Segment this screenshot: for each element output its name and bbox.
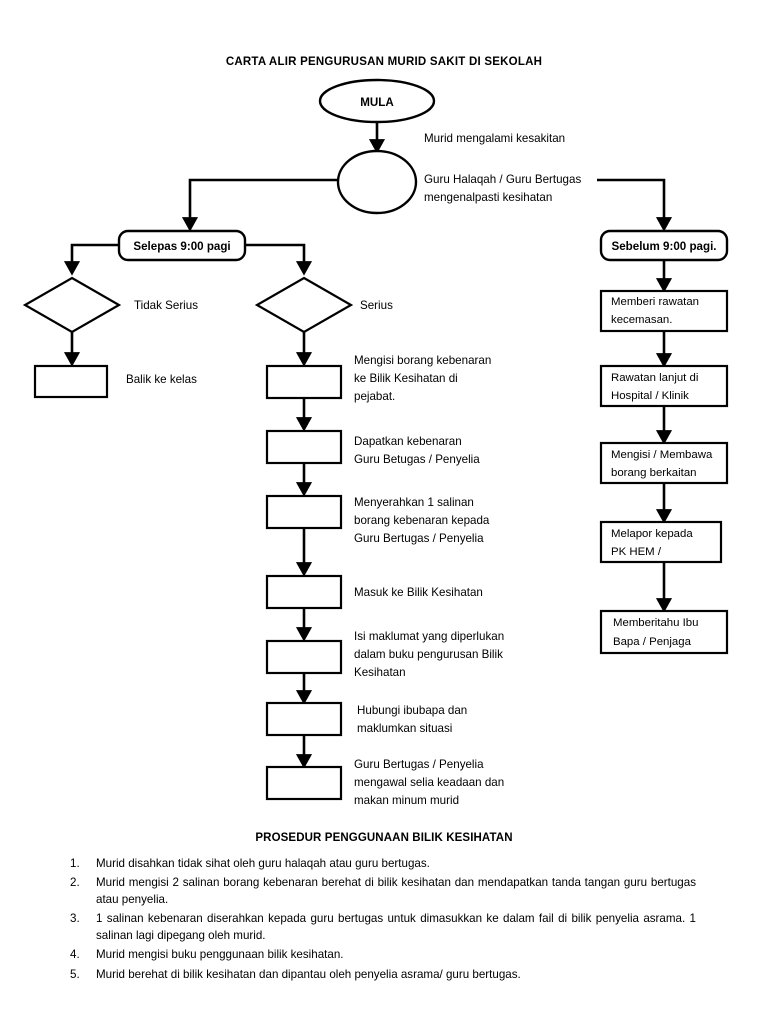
box-melapor-pk-hem (599, 520, 723, 564)
box-memberitahu-ibu-bapa-line2: Bapa / Penjaga (613, 636, 692, 648)
box-dapatkan-kebenaran (265, 429, 343, 465)
connector-circle-to-sebelum (597, 178, 673, 232)
box-memberitahu-ibu-bapa (599, 609, 729, 655)
list-item-text: Murid disahkan tidak sihat oleh guru hal… (96, 857, 430, 870)
box-masuk-bilik (265, 574, 343, 610)
box-hubungi-ibubapa-line2: maklumkan situasi (357, 722, 452, 735)
note-murid-kesakitan: Murid mengalami kesakitan (424, 132, 565, 145)
box-mengisi-borang-line3: pejabat. (354, 390, 395, 403)
list-item: 1. Murid disahkan tidak sihat oleh guru … (0, 856, 768, 872)
page-title: CARTA ALIR PENGURUSAN MURID SAKIT DI SEK… (226, 56, 542, 68)
box-dapatkan-kebenaran-line1: Dapatkan kebenaran (354, 435, 462, 448)
list-item-number: 4. (70, 948, 80, 962)
box-hubungi-ibubapa (265, 701, 343, 737)
box-rawatan-lanjut-line1: Rawatan lanjut di (611, 372, 698, 384)
box-memberi-rawatan-line2: kecemasan. (611, 314, 672, 326)
procedure-list: 1. Murid disahkan tidak sihat oleh guru … (0, 856, 768, 983)
box-mengawal-selia-line2: mengawal selia keadaan dan (354, 776, 504, 789)
box-balik-kelas (33, 364, 109, 399)
list-item-number: 5. (70, 967, 80, 981)
box-isi-maklumat (265, 639, 343, 675)
branch-selepas-label: Selepas 9:00 pagi (133, 240, 230, 253)
box-isi-maklumat-line2: dalam buku pengurusan Bilik (354, 648, 503, 661)
note-guru-halaqah-line1: Guru Halaqah / Guru Bertugas (424, 173, 581, 186)
box-menyerahkan-salinan (265, 494, 343, 530)
note-guru-halaqah-line2: mengenalpasti kesihatan (424, 191, 552, 204)
box-melapor-pk-hem-line2: PK HEM / (611, 546, 662, 558)
box-rawatan-lanjut-line2: Hospital / Klinik (611, 390, 689, 402)
decision-serius (254, 276, 354, 334)
list-item-text: Murid berehat di bilik kesihatan dan dip… (96, 967, 521, 981)
box-hubungi-ibubapa-line1: Hubungi ibubapa dan (357, 704, 467, 717)
box-isi-maklumat-line1: Isi maklumat yang diperlukan (354, 630, 504, 643)
procedure-section: PROSEDUR PENGGUNAAN BILIK KESIHATAN 1. M… (0, 832, 768, 986)
box-memberitahu-ibu-bapa-line1: Memberitahu Ibu (613, 617, 698, 629)
box-mengisi-borang-line2: ke Bilik Kesihatan di (354, 372, 458, 385)
list-item: 4. Murid mengisi buku penggunaan bilik k… (0, 947, 768, 963)
connector-selepas-to-serius (245, 243, 313, 276)
start-oval-label: MULA (360, 96, 394, 109)
list-item-number: 1. (70, 857, 80, 870)
box-mengawal-selia (265, 765, 343, 801)
connector-selepas-to-tidak-serius (63, 243, 119, 276)
process-circle (336, 149, 418, 215)
box-mengisi-borang-line1: Mengisi borang kebenaran (354, 354, 491, 367)
list-item: 5. Murid berehat di bilik kesihatan dan … (0, 967, 768, 983)
flowchart-canvas: CARTA ALIR PENGURUSAN MURID SAKIT DI SEK… (22, 56, 729, 807)
box-masuk-bilik-line1: Masuk ke Bilik Kesihatan (354, 586, 483, 599)
box-mengisi-membawa (599, 441, 729, 485)
decision-tidak-serius (22, 276, 122, 334)
connector-circle-to-selepas (181, 178, 338, 232)
box-mengawal-selia-line1: Guru Bertugas / Penyelia (354, 758, 484, 771)
box-isi-maklumat-line3: Kesihatan (354, 666, 406, 679)
decision-serius-label: Serius (360, 299, 393, 312)
box-memberi-rawatan-line1: Memberi rawatan (611, 296, 699, 308)
box-mengisi-membawa-line2: borang berkaitan (611, 467, 697, 479)
box-mengawal-selia-line3: makan minum murid (354, 794, 459, 807)
box-menyerahkan-salinan-line3: Guru Bertugas / Penyelia (354, 532, 484, 545)
box-mengisi-borang (265, 364, 343, 400)
box-menyerahkan-salinan-line1: Menyerahkan 1 salinan (354, 496, 474, 509)
procedure-heading: PROSEDUR PENGGUNAAN BILIK KESIHATAN (255, 832, 513, 844)
box-menyerahkan-salinan-line2: borang kebenaran kepada (354, 514, 490, 527)
list-item: 3. 1 salinan kebenaran diserahkan kepada… (0, 911, 768, 944)
box-rawatan-lanjut (599, 364, 729, 408)
list-item-text: 1 salinan kebenaran diserahkan kepada gu… (96, 912, 696, 942)
box-mengisi-membawa-line1: Mengisi / Membawa (611, 449, 713, 461)
list-item-number: 3. (70, 912, 80, 926)
decision-tidak-serius-label: Tidak Serius (134, 299, 198, 312)
branch-sebelum-label: Sebelum 9:00 pagi. (611, 240, 716, 253)
list-item: 2. Murid mengisi 2 salinan borang kebena… (0, 875, 768, 908)
list-item-text: Murid mengisi 2 salinan borang kebenaran… (96, 876, 696, 906)
list-item-text: Murid mengisi buku penggunaan bilik kesi… (96, 948, 344, 962)
box-balik-kelas-label: Balik ke kelas (126, 373, 197, 386)
list-item-number: 2. (70, 876, 80, 890)
box-dapatkan-kebenaran-line2: Guru Betugas / Penyelia (354, 453, 480, 466)
box-melapor-pk-hem-line1: Melapor kepada (611, 528, 693, 540)
